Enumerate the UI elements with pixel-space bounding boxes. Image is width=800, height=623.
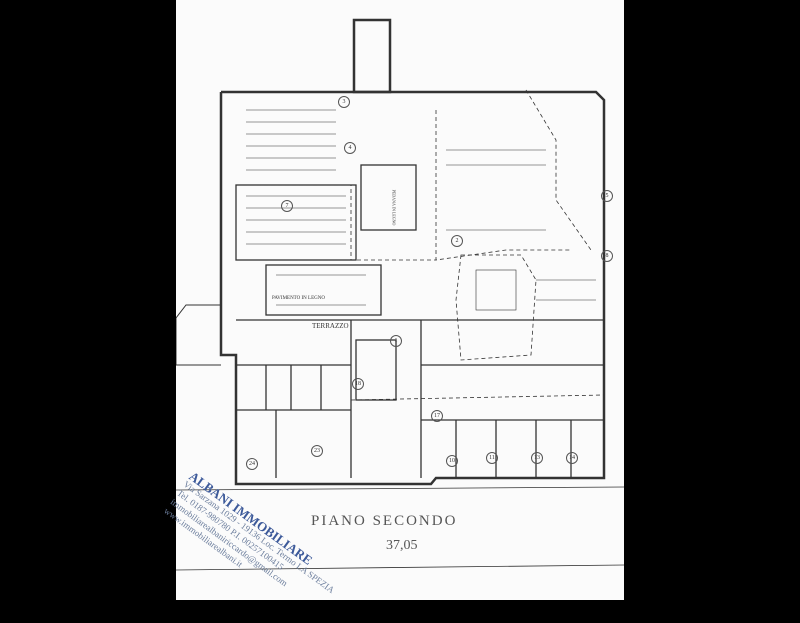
terrace-label: TERRAZZO bbox=[312, 322, 349, 330]
room-number: 1 bbox=[390, 335, 402, 347]
room-number: 23 bbox=[311, 445, 323, 457]
floor-plan-sheet: PIANO SECONDO 37,05 TERRAZZO PAVIMENTO I… bbox=[162, 0, 624, 600]
outer-walls bbox=[219, 18, 606, 486]
room-number: 3 bbox=[338, 96, 350, 108]
wood-platform-label: PEDANA IN LEGNO bbox=[391, 189, 397, 226]
wood-floor-label: PAVIMENTO IN LEGNO bbox=[272, 296, 325, 301]
interior-walls bbox=[235, 164, 604, 478]
room-number: 18 bbox=[352, 378, 364, 390]
room-number: 7 bbox=[281, 200, 293, 212]
corridors bbox=[236, 89, 605, 401]
room-number: 11 bbox=[486, 452, 498, 464]
elevation-label: 37,05 bbox=[386, 538, 418, 553]
floor-title: PIANO SECONDO bbox=[311, 513, 458, 529]
base-line bbox=[176, 486, 624, 571]
floor-plan-drawing bbox=[176, 18, 624, 571]
room-number: 8 bbox=[601, 250, 613, 262]
furniture-hatching bbox=[246, 109, 596, 321]
room-number: 2 bbox=[451, 235, 463, 247]
room-number: 17 bbox=[431, 410, 443, 422]
room-number: 14 bbox=[566, 452, 578, 464]
room-number: 4 bbox=[344, 142, 356, 154]
room-number: 5 bbox=[601, 190, 613, 202]
annex bbox=[176, 304, 221, 366]
room-number: 13 bbox=[531, 452, 543, 464]
room-number: 10 bbox=[446, 455, 458, 467]
room-number: 24 bbox=[246, 458, 258, 470]
